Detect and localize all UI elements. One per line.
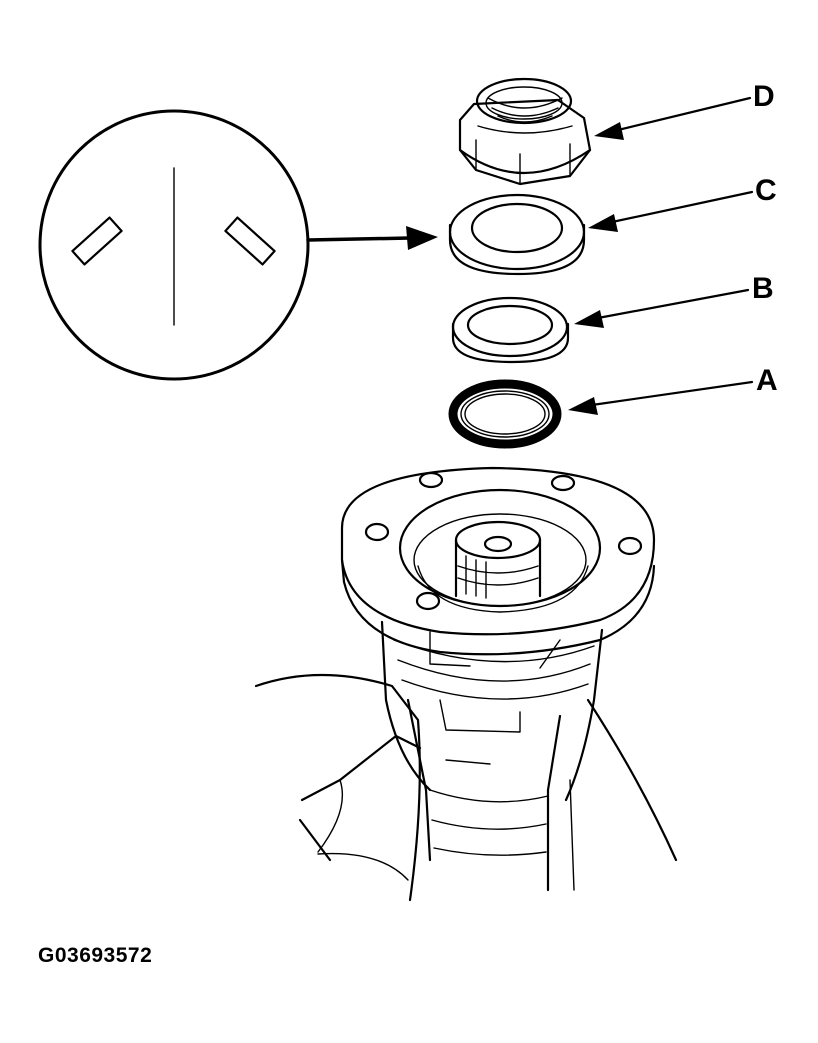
label-a: A [756,364,778,397]
part-d-locknut [458,77,592,186]
figure-id: G03693572 [38,944,153,967]
flange-housing [254,466,678,902]
label-b: B [752,272,774,305]
label-d: D [753,80,775,113]
part-a-oring [448,379,562,449]
detail-pointer-arrow [306,226,438,250]
detail-magnifier [38,109,310,381]
label-c: C [755,174,777,207]
leader-arrows [568,96,754,415]
part-b-spacer [451,296,570,364]
part-c-washer [448,193,586,276]
